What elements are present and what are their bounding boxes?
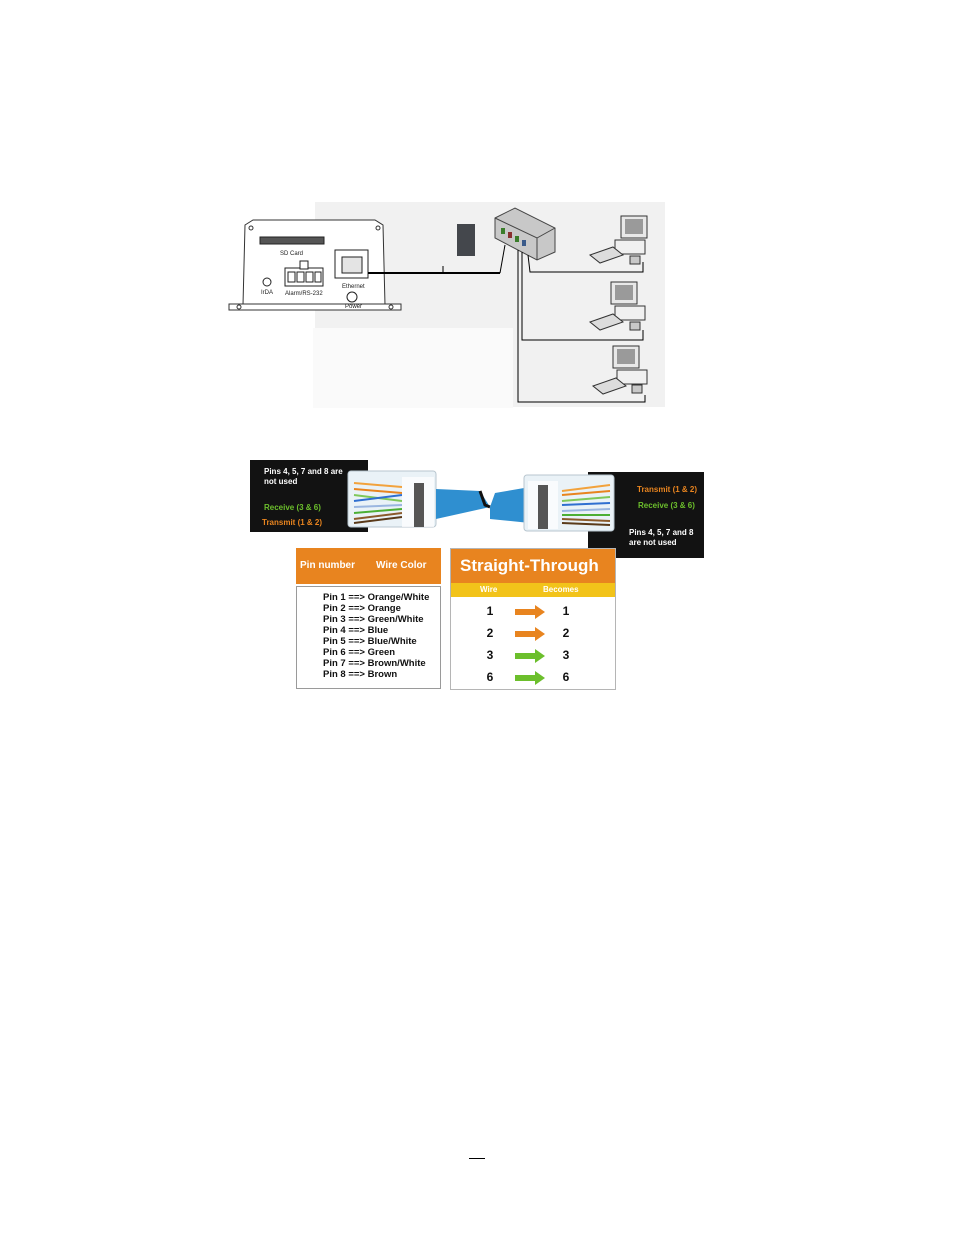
pin-row: Pin 1 ==> Orange/White: [323, 592, 430, 603]
pin-row: Pin 8 ==> Brown: [323, 669, 398, 680]
straight-through-row: 6 6: [451, 670, 615, 686]
network-switch: [494, 207, 556, 261]
pin-row: Pin 4 ==> Blue: [323, 625, 389, 636]
becomes-number: 1: [562, 604, 570, 618]
straight-through-panel: Straight-Through Wire Becomes 1 1 2 2 3 …: [450, 548, 616, 690]
arrow-icon: [515, 671, 545, 685]
straight-through-row: 3 3: [451, 648, 615, 664]
wire-color-heading: Wire Color: [376, 560, 427, 571]
wall-adapter: [457, 224, 475, 256]
becomes-number: 3: [562, 648, 570, 662]
becomes-number: 2: [562, 626, 570, 640]
straight-through-row: 2 2: [451, 626, 615, 642]
page-number-line: [469, 1158, 485, 1159]
ethernet-cable-illustration: [347, 470, 615, 532]
pin-number-panel: Pin number Wire Color Pin 1 ==> Orange/W…: [296, 548, 441, 689]
power-button: [346, 291, 358, 303]
becomes-column-heading: Becomes: [543, 585, 579, 594]
pin-number-heading: Pin number: [300, 560, 356, 571]
wire-number: 3: [486, 648, 494, 662]
irda-sensor: [262, 277, 272, 287]
wire-number: 6: [486, 670, 494, 684]
network-diagram: SD Card Alarm/RS-232 IrDA Ethernet Power: [228, 202, 665, 408]
power-label: Power: [345, 304, 362, 310]
irda-label: IrDA: [261, 290, 273, 296]
left-receive-label: Receive (3 & 6): [264, 503, 321, 512]
left-unused-note: Pins 4, 5, 7 and 8 are not used: [264, 467, 343, 486]
arrow-icon: [515, 649, 545, 663]
pin-row: Pin 5 ==> Blue/White: [323, 636, 417, 647]
computer-2: [588, 281, 646, 331]
left-transmit-label: Transmit (1 & 2): [262, 518, 323, 527]
sd-card-label: SD Card: [280, 251, 303, 257]
pin-table-header: Pin number Wire Color: [296, 548, 441, 584]
computer-3: [591, 345, 648, 395]
ethernet-label: Ethernet: [342, 284, 365, 290]
device-unit: SD Card Alarm/RS-232 IrDA Ethernet Power: [228, 219, 402, 311]
right-unused-note: Pins 4, 5, 7 and 8 are not used: [629, 528, 694, 547]
sd-card-slot: [259, 236, 325, 245]
wire-number: 2: [486, 626, 494, 640]
pin-row: Pin 2 ==> Orange: [323, 603, 401, 614]
left-rj45-connector: [347, 470, 437, 528]
wire-column-heading: Wire: [480, 585, 498, 594]
straight-through-subheader: Wire Becomes: [451, 583, 615, 597]
pin-row: Pin 6 ==> Green: [323, 647, 396, 658]
pin-row: Pin 7 ==> Brown/White: [323, 658, 426, 669]
straight-through-row: 1 1: [451, 604, 615, 620]
arrow-icon: [515, 605, 545, 619]
wire-number: 1: [486, 604, 494, 618]
alarm-label: Alarm/RS-232: [285, 291, 323, 297]
computer-1: [588, 215, 648, 265]
straight-through-title: Straight-Through: [451, 549, 615, 583]
becomes-number: 6: [562, 670, 570, 684]
arrow-icon: [515, 627, 545, 641]
right-receive-label: Receive (3 & 6): [638, 501, 695, 510]
right-transmit-label: Transmit (1 & 2): [637, 485, 698, 494]
right-rj45-connector: [523, 474, 615, 532]
pin-rows: Pin 1 ==> Orange/White Pin 2 ==> Orange …: [297, 587, 440, 680]
pin-table-body: Pin 1 ==> Orange/White Pin 2 ==> Orange …: [296, 586, 441, 689]
pin-row: Pin 3 ==> Green/White: [323, 614, 424, 625]
